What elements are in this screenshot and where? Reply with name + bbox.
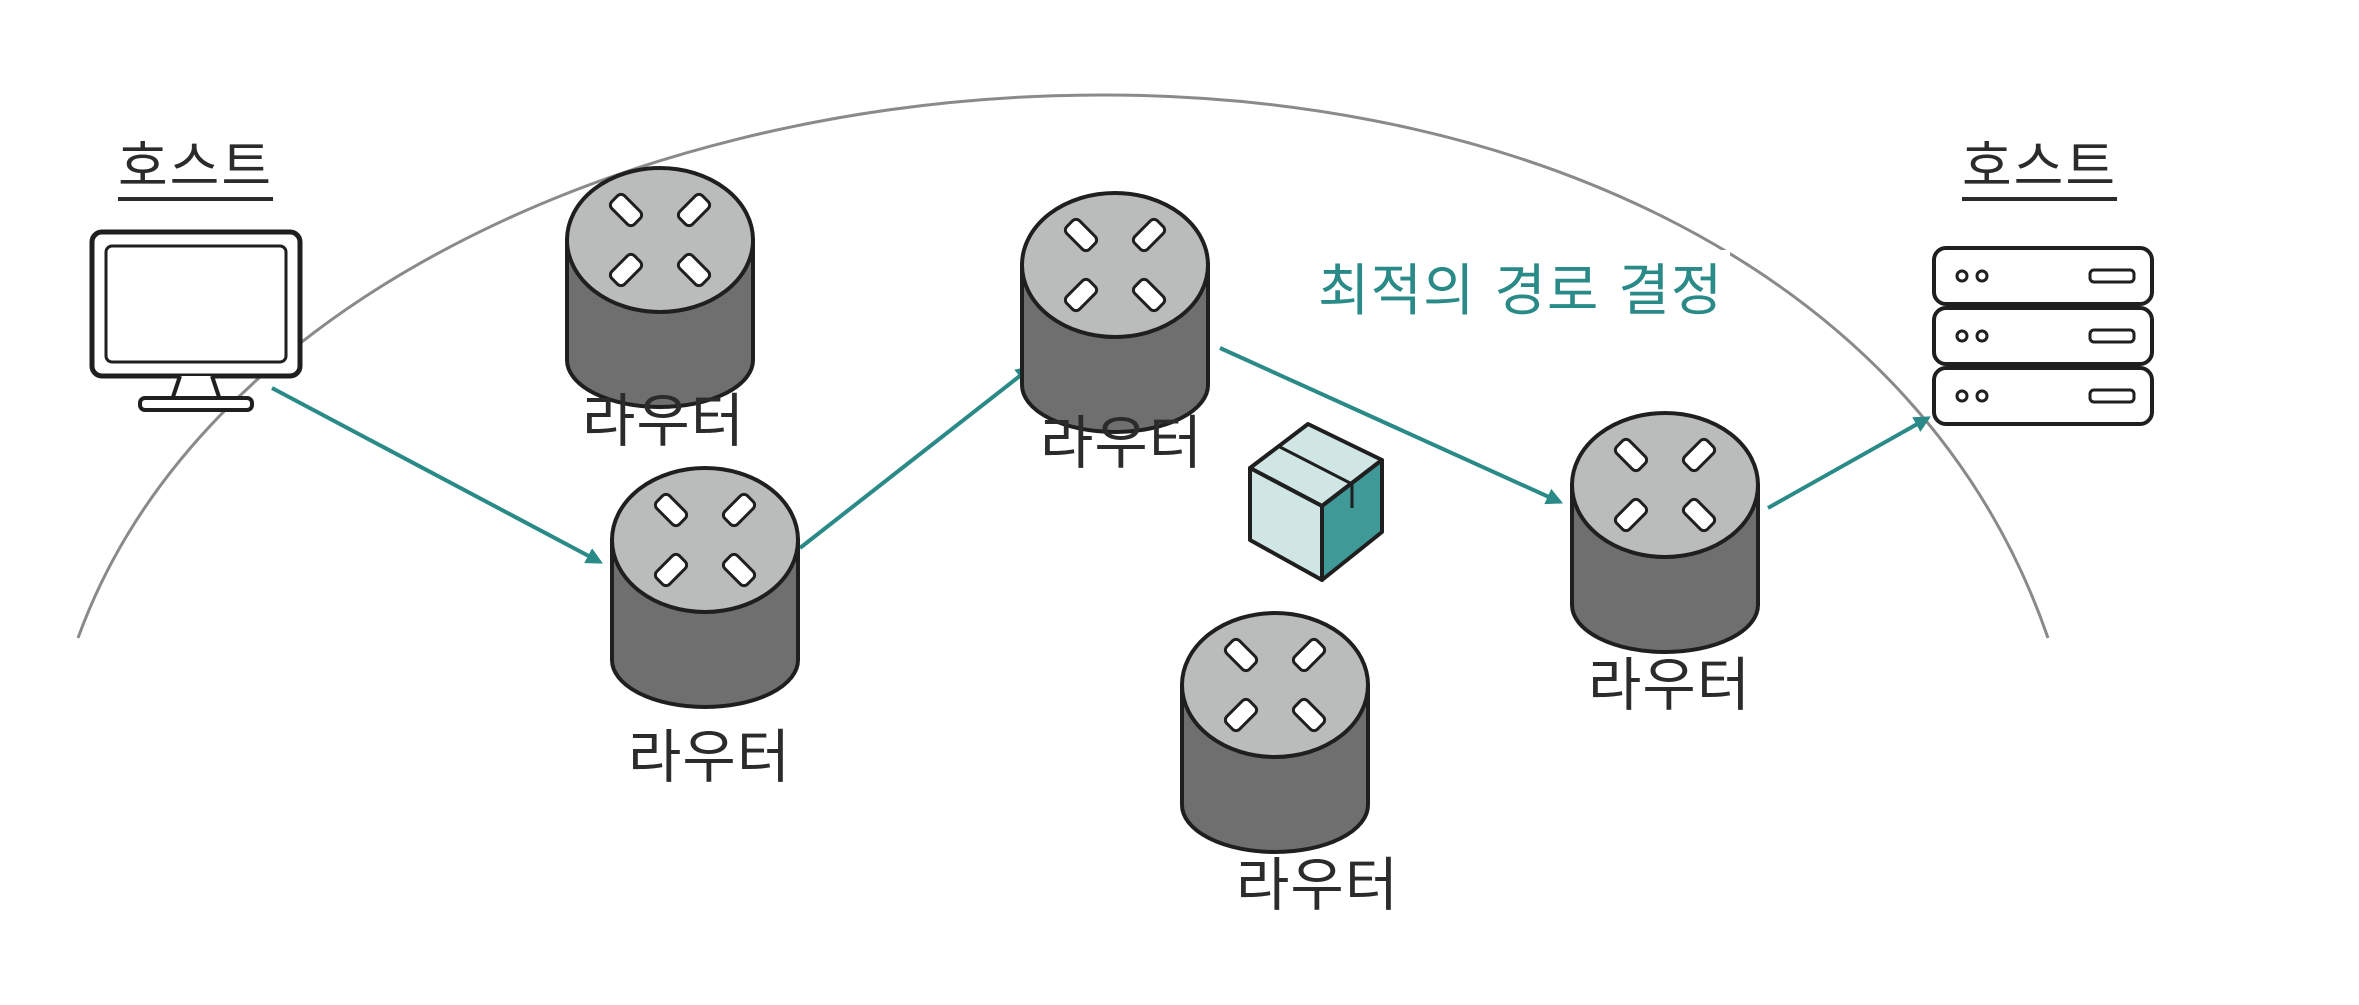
router-label-1: 라우터 xyxy=(582,387,746,455)
arrow-host-to-router-2 xyxy=(271,386,603,564)
host-label-left: 호스트 xyxy=(118,135,274,198)
router-label-2: 라우터 xyxy=(628,723,792,791)
router-label-5: 라우터 xyxy=(1588,651,1752,719)
arrow-router-3-to-router-5 xyxy=(1219,346,1564,505)
router-label-3: 라우터 xyxy=(1040,409,1204,477)
arrow-router-5-to-server xyxy=(1767,416,1931,510)
monitor-icon xyxy=(89,229,303,412)
server-icon xyxy=(1932,246,2154,426)
router-icon-2 xyxy=(610,466,800,709)
arrow-router-2-to-router-3 xyxy=(798,365,1033,550)
router-icon-5 xyxy=(1570,411,1760,654)
router-icon-1 xyxy=(565,166,755,409)
route-decision-label: 최적의 경로 결정 xyxy=(1318,259,1724,324)
router-icon-4 xyxy=(1180,611,1370,854)
router-icon-3 xyxy=(1020,191,1210,434)
host-label-right: 호스트 xyxy=(1962,135,2118,198)
package-box-icon xyxy=(1248,422,1384,582)
router-label-4: 라우터 xyxy=(1236,851,1400,919)
route-label-backdrop xyxy=(1310,250,1730,340)
